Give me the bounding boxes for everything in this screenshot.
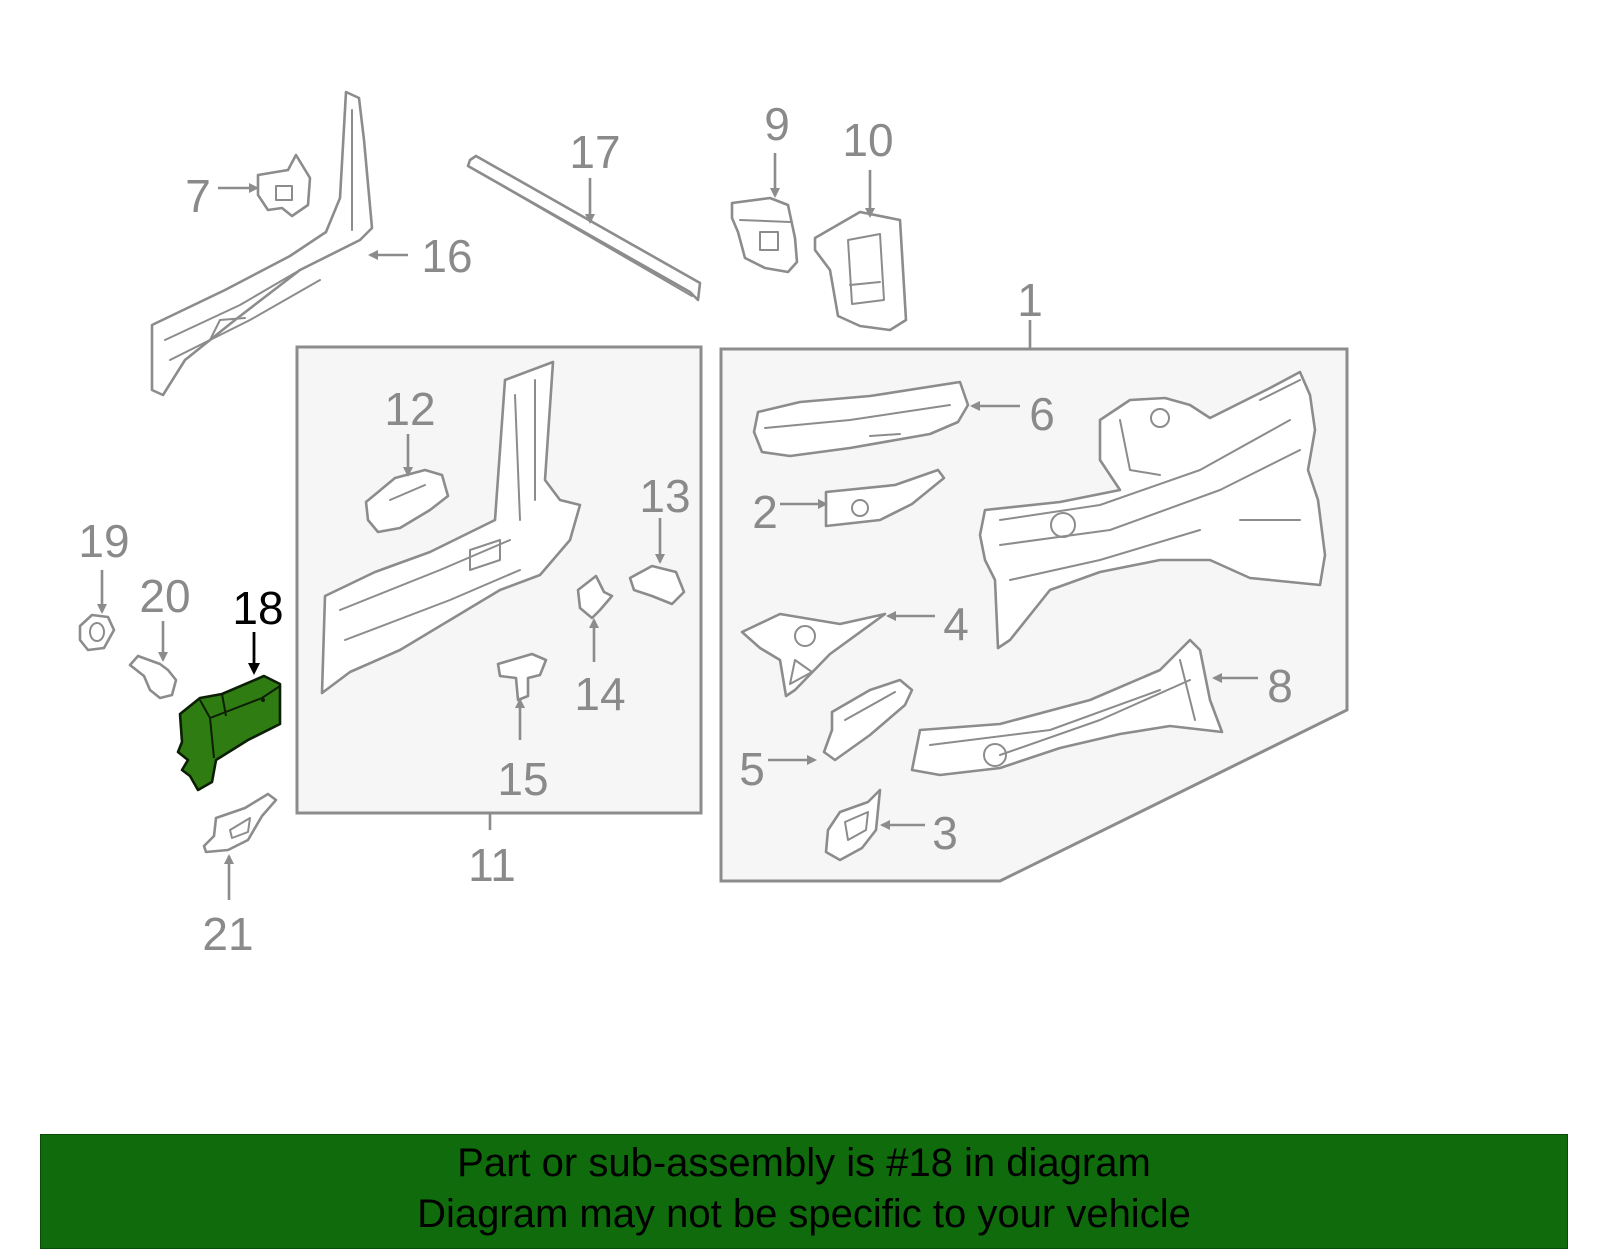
callout-14: 14 [574, 668, 625, 720]
callout-20: 20 [139, 570, 190, 622]
callout-12: 12 [384, 383, 435, 435]
part-21[interactable] [202, 792, 278, 854]
part-6[interactable] [752, 380, 970, 458]
part-16[interactable] [150, 90, 374, 397]
callout-18: 18 [232, 582, 283, 634]
part-10[interactable] [813, 210, 908, 332]
callout-8: 8 [1267, 660, 1293, 712]
callout-3: 3 [932, 807, 958, 859]
callout-7: 7 [185, 170, 211, 222]
callout-21: 21 [202, 908, 253, 960]
callout-10: 10 [842, 114, 893, 166]
banner-line-1: Part or sub-assembly is #18 in diagram [457, 1141, 1151, 1185]
callout-5: 5 [739, 743, 765, 795]
part-2[interactable] [824, 468, 946, 528]
callout-6: 6 [1029, 388, 1055, 440]
part-20[interactable] [128, 654, 178, 700]
part-5[interactable] [822, 678, 914, 762]
parts-diagram: 1 2 3 4 5 6 7 8 9 10 11 12 13 14 15 16 1… [78, 90, 1349, 960]
callout-13: 13 [639, 470, 690, 522]
callout-2: 2 [752, 486, 778, 538]
callout-17: 17 [569, 126, 620, 178]
banner-line-2: Diagram may not be specific to your vehi… [417, 1192, 1191, 1236]
part-18-highlighted[interactable] [176, 674, 282, 792]
part-19[interactable] [78, 613, 116, 652]
part-14[interactable] [576, 574, 614, 620]
part-13[interactable] [628, 564, 686, 606]
callout-19: 19 [78, 515, 129, 567]
part-1-frame[interactable] [978, 370, 1327, 650]
callout-1: 1 [1017, 274, 1043, 326]
callout-16: 16 [421, 230, 472, 282]
part-8[interactable] [910, 638, 1224, 777]
part-11-panel[interactable] [320, 360, 582, 695]
part-7[interactable] [256, 153, 312, 218]
callout-4: 4 [943, 598, 969, 650]
part-17[interactable] [466, 154, 702, 302]
part-9[interactable] [730, 196, 799, 274]
info-banner: Part or sub-assembly is #18 in diagram D… [40, 1134, 1568, 1249]
part-3[interactable] [824, 788, 882, 862]
callout-11: 11 [468, 839, 516, 891]
part-15[interactable] [496, 652, 548, 702]
callout-15: 15 [497, 753, 548, 805]
part-4[interactable] [740, 612, 887, 698]
callout-9: 9 [764, 98, 790, 150]
